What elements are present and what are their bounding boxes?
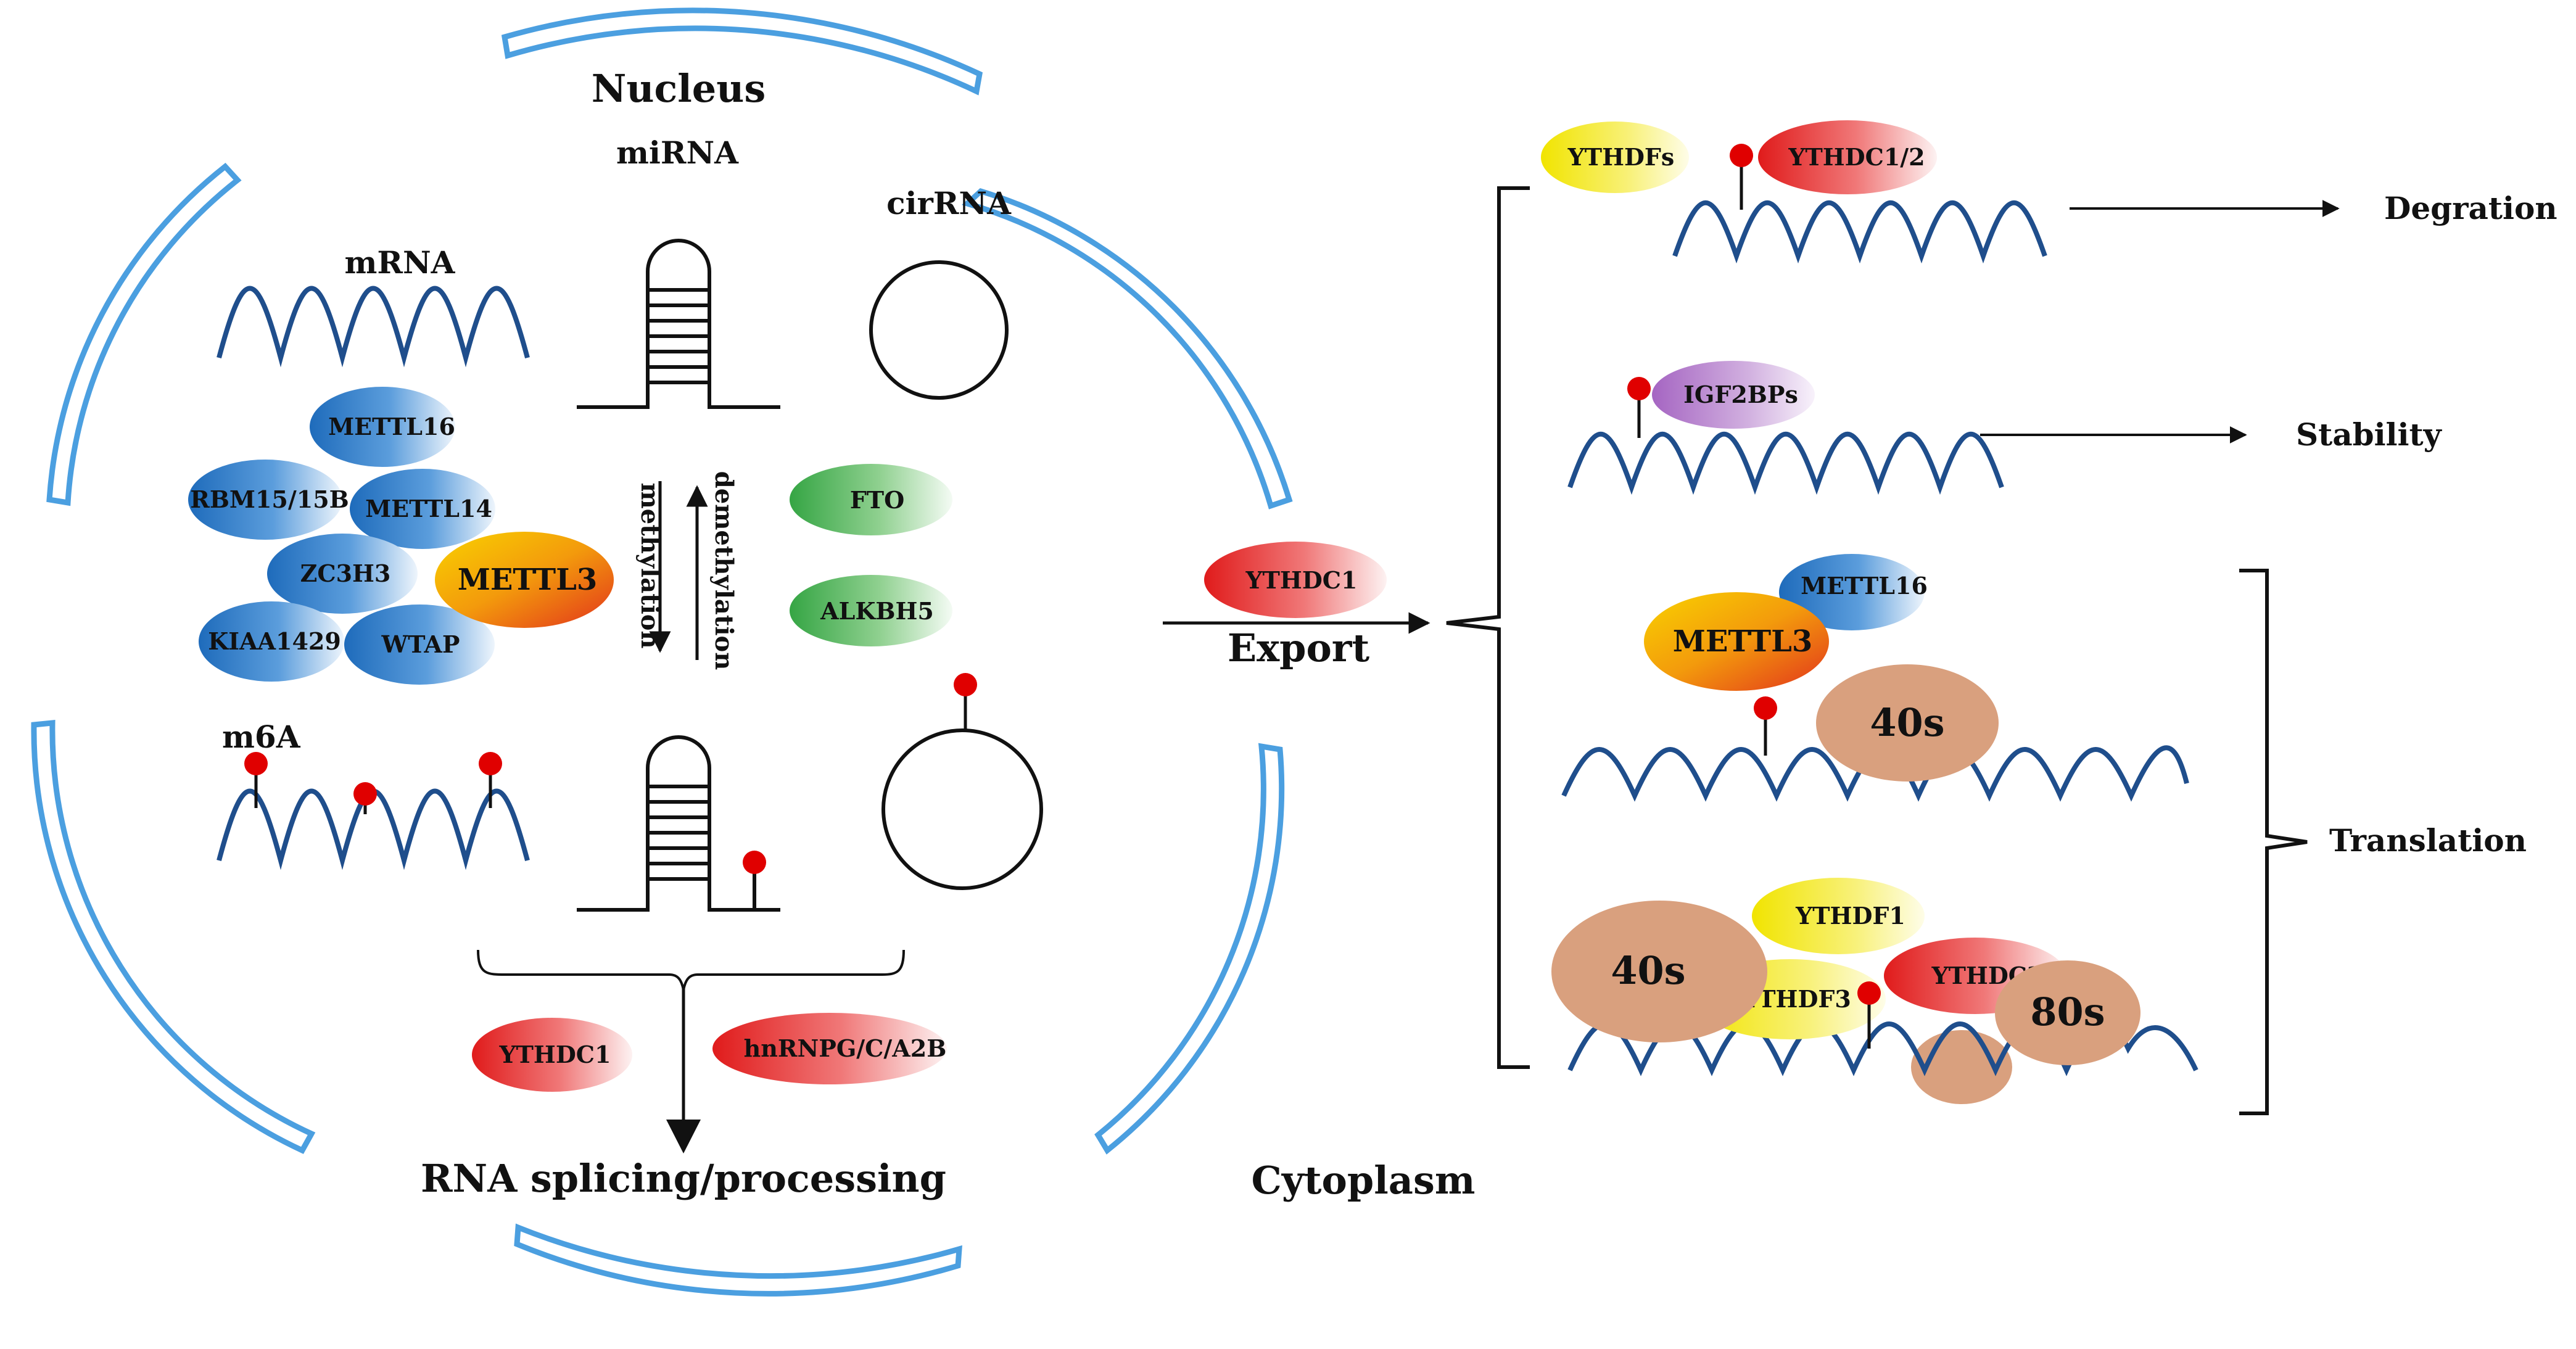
m6a-mark: [244, 752, 268, 775]
mrna-label: mRNA: [345, 244, 456, 281]
m6a-mark: [743, 851, 766, 874]
reader-ythdfs-label: YTHDFs: [1567, 143, 1675, 171]
degradation-pathway: YTHDFs YTHDC1/2 Degration: [1541, 120, 2557, 264]
writer-mettl14: [350, 469, 495, 549]
reader-ythdc1-2: [1758, 120, 1937, 194]
writer-mettl16: [310, 387, 455, 467]
reader-igf2bps: [1652, 361, 1815, 429]
nuclear-membrane: [31, 7, 1293, 1297]
translation-bracket: [2239, 569, 2308, 1115]
reader-ythdc1-nuclear-label: YTHDC1: [499, 1041, 611, 1068]
modified-mirna: [577, 735, 780, 912]
methylation-label: methylation: [635, 482, 664, 648]
reader-ythdc1-export-label: YTHDC1: [1245, 566, 1358, 594]
eraser-fto-label: FTO: [850, 486, 904, 514]
m6a-mark: [1730, 144, 1753, 167]
writer-zc3h3-label: ZC3H3: [300, 559, 391, 587]
writer-wtap: [344, 604, 495, 685]
writer-kiaa1429-label: KIAA1429: [208, 627, 341, 655]
reader-hnrnp: [712, 1013, 947, 1084]
m6a-mark: [1857, 981, 1881, 1005]
splicing-bracket: [477, 949, 905, 991]
reader-hnrnp-label: hnRNPG/C/A2B: [744, 1034, 947, 1062]
splicing-arrow-head: [666, 1120, 701, 1153]
writer-mettl14-label: METTL14: [365, 495, 492, 522]
reader-ythdf1: [1752, 878, 1925, 954]
ribosome-40s-lower: [1551, 901, 1767, 1042]
reader-ythdf1-label: YTHDF1: [1795, 902, 1905, 930]
circrna-label: cirRNA: [886, 185, 1012, 221]
modified-circrna: [881, 673, 1043, 890]
nucleus-label: Nucleus: [592, 66, 766, 111]
methylation-arrows: methylation demethylation: [635, 471, 738, 670]
m6a-mark: [353, 782, 377, 806]
ribosome-80s-large: [1995, 960, 2140, 1065]
reader-ythdfs: [1541, 122, 1689, 193]
splicing-outcome-label: RNA splicing/processing: [421, 1156, 946, 1201]
eraser-alkbh5-label: ALKBH5: [820, 597, 934, 625]
m6a-mark: [954, 673, 977, 696]
m6a-mark: [479, 752, 502, 775]
reader-ythdc1-nuclear: [472, 1018, 632, 1092]
writer-kiaa1429: [199, 601, 344, 682]
mirna-hairpin: [577, 239, 780, 409]
cytoplasm-label: Cytoplasm: [1252, 1158, 1476, 1203]
mirna-label: miRNA: [616, 134, 739, 171]
stability-pathway: IGF2BPs Stability: [1567, 361, 2443, 495]
translation-mettl3-label: METTL3: [1673, 624, 1813, 659]
writer-mettl3: [435, 532, 614, 628]
export-label: Export: [1228, 625, 1370, 670]
ribosome-40s-upper-label: 40s: [1870, 700, 1944, 745]
m6a-label: m6A: [222, 719, 301, 755]
ribosome-40s-lower-label: 40s: [1611, 948, 1685, 993]
eraser-group: FTO ALKBH5: [790, 464, 952, 646]
degradation-label: Degration: [2384, 190, 2557, 226]
reader-igf2bps-label: IGF2BPs: [1683, 381, 1798, 408]
eraser-alkbh5: [790, 575, 952, 646]
translation-lower: YTHDF1 YTHDF3 40s YTHDC2 80s: [1551, 878, 2198, 1104]
reader-ythdc1-export: [1204, 542, 1387, 618]
translation-upper: METTL16 METTL3 40s: [1561, 554, 2189, 802]
stability-rna: [1567, 432, 2004, 495]
writer-zc3h3: [267, 534, 418, 614]
writer-rbm15-label: RBM15/15B: [190, 485, 349, 513]
circrna-ring: [869, 260, 1009, 400]
m6a-mark: [1754, 696, 1777, 720]
mrna-strand: [217, 286, 530, 368]
demethylation-label: demethylation: [709, 471, 738, 670]
writer-mettl16-label: METTL16: [328, 413, 455, 440]
translation-label: Translation: [2329, 822, 2527, 859]
m6a-mark: [1627, 377, 1651, 400]
writer-rbm15: [188, 460, 342, 540]
ribosome-40s-upper: [1816, 664, 1999, 782]
translation-mettl3: [1644, 592, 1829, 691]
writer-wtap-label: WTAP: [381, 630, 460, 658]
degradation-rna: [1672, 200, 2047, 264]
translation-mettl16: [1779, 554, 1925, 630]
nuclear-readers: YTHDC1 hnRNPG/C/A2B: [472, 1013, 947, 1092]
writer-mettl3-label: METTL3: [458, 563, 598, 597]
stability-label: Stability: [2296, 416, 2443, 453]
ribosome-80s-large-label: 80s: [2030, 989, 2105, 1034]
cytoplasm-bracket: [1446, 186, 1530, 1069]
eraser-fto: [790, 464, 952, 535]
modified-mrna: [217, 752, 530, 870]
writer-complex: METTL16 RBM15/15B METTL14 ZC3H3 KIAA1429…: [188, 387, 614, 685]
reader-ythdc1-2-label: YTHDC1/2: [1788, 143, 1925, 171]
translation-mettl16-label: METTL16: [1801, 572, 1928, 600]
